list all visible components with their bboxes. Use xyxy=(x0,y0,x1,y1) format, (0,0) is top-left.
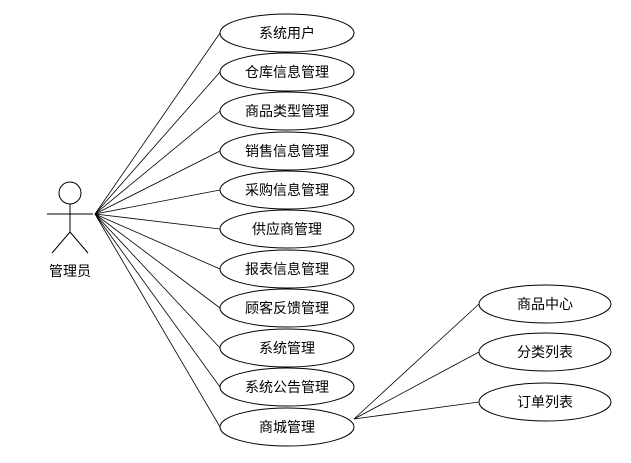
uc-system-users: 系统用户 xyxy=(219,13,355,53)
association-lines xyxy=(94,32,480,428)
uc-category-list-ellipse xyxy=(478,332,612,372)
uc-product-center-label: 商品中心 xyxy=(517,297,573,313)
association-line-sales-info-management xyxy=(94,150,221,215)
actor-right-leg xyxy=(69,231,89,254)
uc-product-center-ellipse xyxy=(478,284,612,324)
uc-report-info-management-label: 报表信息管理 xyxy=(245,261,329,278)
association-line-system-users xyxy=(94,32,221,215)
association-line-supplier-management xyxy=(94,213,221,230)
uc-system-management-label: 系统管理 xyxy=(259,341,315,357)
association-line-order-list xyxy=(353,401,480,420)
uc-product-center: 商品中心 xyxy=(478,284,612,324)
uc-order-list-label: 订单列表 xyxy=(517,395,573,411)
uc-customer-feedback-management-label: 顾客反馈管理 xyxy=(245,300,329,317)
uc-system-announcement-management-label: 系统公告管理 xyxy=(245,380,329,396)
uc-report-info-management: 报表信息管理 xyxy=(219,249,355,289)
uc-purchase-info-management-label: 采购信息管理 xyxy=(245,182,329,199)
uc-system-management-ellipse xyxy=(219,328,355,368)
uc-system-users-ellipse xyxy=(219,13,355,53)
actor-head xyxy=(58,181,82,205)
uc-supplier-management-label: 供应商管理 xyxy=(252,221,322,238)
uc-mall-management-ellipse xyxy=(219,407,355,447)
uc-purchase-info-management-ellipse xyxy=(219,170,355,210)
association-line-product-center xyxy=(353,303,480,420)
uc-system-announcement-management: 系统公告管理 xyxy=(219,367,355,407)
association-line-warehouse-info-management xyxy=(94,71,221,215)
uc-system-announcement-management-ellipse xyxy=(219,367,355,407)
uc-customer-feedback-management-ellipse xyxy=(219,288,355,328)
actor-left-leg xyxy=(51,231,71,254)
uc-mall-management-label: 商城管理 xyxy=(259,420,315,436)
uc-product-type-management: 商品类型管理 xyxy=(219,91,355,131)
uc-order-list: 订单列表 xyxy=(478,382,612,422)
uc-category-list: 分类列表 xyxy=(478,332,612,372)
association-line-category-list xyxy=(353,351,480,420)
uc-sales-info-management-ellipse xyxy=(219,131,355,171)
association-line-mall-management xyxy=(94,213,221,428)
uc-warehouse-info-management: 仓库信息管理 xyxy=(219,52,355,92)
uc-order-list-ellipse xyxy=(478,382,612,422)
uc-mall-management: 商城管理 xyxy=(219,407,355,447)
uc-sales-info-management: 销售信息管理 xyxy=(219,131,355,171)
uc-warehouse-info-management-ellipse xyxy=(219,52,355,92)
uc-supplier-management: 供应商管理 xyxy=(219,209,355,249)
association-line-report-info-management xyxy=(94,213,221,270)
uc-category-list-label: 分类列表 xyxy=(517,345,573,361)
uc-supplier-management-ellipse xyxy=(219,209,355,249)
association-line-system-management xyxy=(94,213,221,349)
uc-report-info-management-ellipse xyxy=(219,249,355,289)
association-line-purchase-info-management xyxy=(94,189,221,215)
uc-product-type-management-ellipse xyxy=(219,91,355,131)
association-line-customer-feedback-management xyxy=(94,213,221,309)
uc-product-type-management-label: 商品类型管理 xyxy=(245,104,329,120)
association-line-system-announcement-management xyxy=(94,213,221,388)
uc-sales-info-management-label: 销售信息管理 xyxy=(245,143,329,160)
uc-purchase-info-management: 采购信息管理 xyxy=(219,170,355,210)
uc-system-users-label: 系统用户 xyxy=(259,25,315,42)
uc-warehouse-info-management-label: 仓库信息管理 xyxy=(245,64,329,81)
use-cases: 系统用户仓库信息管理商品类型管理销售信息管理采购信息管理供应商管理报表信息管理顾… xyxy=(219,13,355,447)
actor-label: 管理员 xyxy=(49,264,91,280)
uc-system-management: 系统管理 xyxy=(219,328,355,368)
association-line-product-type-management xyxy=(94,110,221,215)
actor-admin: 管理员 xyxy=(47,181,93,280)
uc-customer-feedback-management: 顾客反馈管理 xyxy=(219,288,355,328)
